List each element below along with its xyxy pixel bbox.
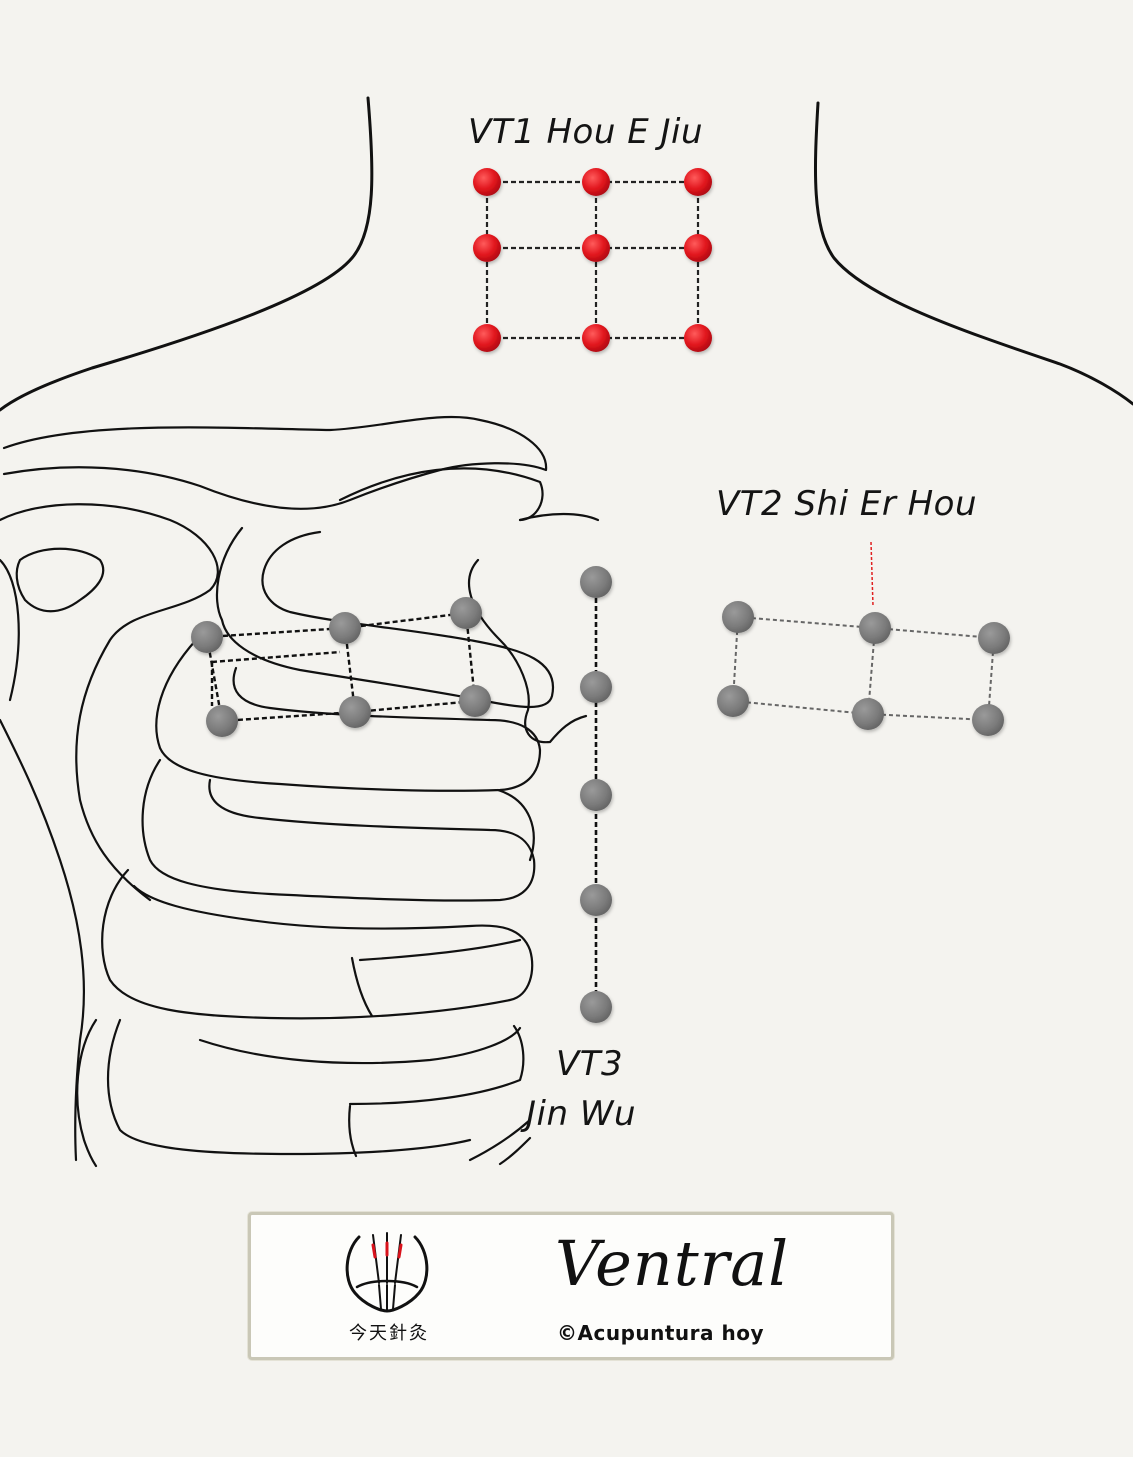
vt2-point bbox=[852, 698, 884, 730]
vt3-point bbox=[580, 566, 612, 598]
vt1-label: VT1 Hou E Jiu bbox=[468, 112, 704, 152]
vt1-grid bbox=[473, 168, 712, 352]
vt1-point bbox=[473, 168, 501, 196]
vt2-point bbox=[978, 622, 1010, 654]
rib-1 bbox=[215, 526, 555, 709]
vt1-point bbox=[684, 324, 712, 352]
logo-text: 今天針灸 bbox=[349, 1323, 429, 1344]
vt2-point bbox=[859, 612, 891, 644]
chest-point bbox=[329, 612, 361, 644]
footer-card: 今天針灸 Ventral ©Acupuntura hoy bbox=[248, 1212, 894, 1360]
vt2-pointer-line bbox=[870, 541, 874, 607]
chest-point bbox=[459, 685, 491, 717]
vt2-grid bbox=[717, 541, 1010, 736]
rib-2 bbox=[155, 638, 542, 792]
vt3-line bbox=[580, 566, 612, 1023]
acupuncture-logo-icon bbox=[345, 1232, 429, 1313]
rib-4 bbox=[101, 868, 534, 1020]
ribcage-outline bbox=[0, 415, 600, 1168]
chest-point bbox=[339, 696, 371, 728]
vt1-point bbox=[684, 168, 712, 196]
vt3-label-line1: VT3 bbox=[556, 1044, 624, 1084]
clavicle bbox=[2, 415, 548, 510]
vt3-point bbox=[580, 779, 612, 811]
vt1-point bbox=[582, 324, 610, 352]
chest-point bbox=[450, 597, 482, 629]
vt3-point bbox=[580, 991, 612, 1023]
vt1-point bbox=[582, 168, 610, 196]
anatomy-diagram bbox=[0, 96, 1133, 1168]
neck-left-contour bbox=[0, 96, 374, 412]
chest-point bbox=[206, 705, 238, 737]
body-outline bbox=[0, 96, 1133, 412]
vt3-label-line2: Jin Wu bbox=[526, 1094, 636, 1134]
vt1-point bbox=[684, 234, 712, 262]
vt2-label: VT2 Shi Er Hou bbox=[716, 484, 978, 524]
footer-copyright: ©Acupuntura hoy bbox=[557, 1321, 765, 1345]
vt1-point bbox=[473, 324, 501, 352]
vt3-point bbox=[580, 671, 612, 703]
vt2-point bbox=[717, 685, 749, 717]
vt1-point bbox=[473, 234, 501, 262]
vt1-point bbox=[582, 234, 610, 262]
scapula bbox=[0, 503, 219, 902]
vt2-point bbox=[722, 601, 754, 633]
rib-5 bbox=[76, 1018, 98, 1168]
vt2-point bbox=[972, 704, 1004, 736]
vt3-point bbox=[580, 884, 612, 916]
rib-3 bbox=[141, 758, 536, 902]
sternum-manubrium bbox=[467, 558, 588, 744]
footer-title: Ventral bbox=[555, 1227, 790, 1300]
neck-right-contour bbox=[814, 101, 1133, 406]
chest-grid bbox=[191, 597, 491, 737]
chest-point bbox=[191, 621, 223, 653]
